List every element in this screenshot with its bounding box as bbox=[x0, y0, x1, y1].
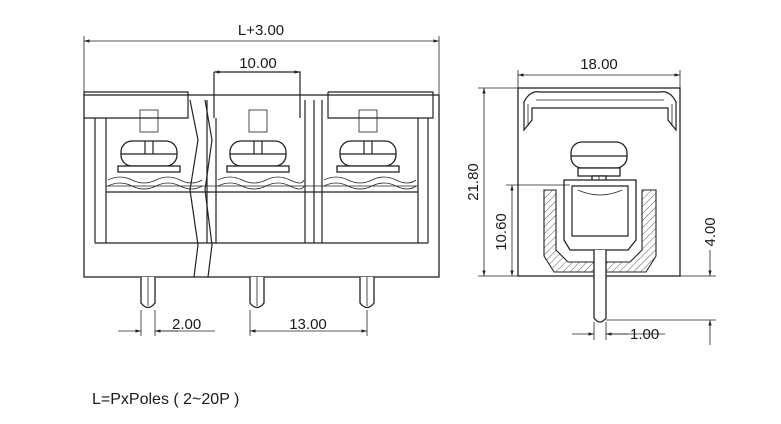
screw-unit-2 bbox=[217, 109, 305, 190]
dim-label-side-width: 18.00 bbox=[580, 56, 618, 73]
cover-right bbox=[327, 91, 434, 119]
dim-label-overall-length: L+3.00 bbox=[238, 22, 284, 39]
side-pin bbox=[593, 250, 607, 323]
screw-unit-3 bbox=[323, 109, 417, 190]
dim-pitch-top: 10.00 bbox=[214, 55, 300, 74]
front-view: L+3.00 10.00 2.00 13.00 bbox=[83, 22, 440, 336]
side-view: 18.00 21.80 10.60 4.00 bbox=[465, 56, 719, 345]
poles-note: L=PxPoles ( 2~20P ) bbox=[92, 391, 239, 408]
clamp-frame bbox=[563, 179, 637, 251]
dim-height-inner: 10.60 bbox=[493, 184, 570, 276]
side-cover bbox=[523, 91, 677, 132]
dim-label-pin-thickness: 1.00 bbox=[630, 326, 659, 343]
insulator-section bbox=[543, 189, 657, 273]
break-line bbox=[189, 99, 199, 278]
dim-label-height-inner: 10.60 bbox=[493, 213, 510, 251]
dim-label-pitch-top: 10.00 bbox=[239, 55, 277, 72]
dim-label-height-total: 21.80 bbox=[465, 163, 482, 201]
screw-unit-1 bbox=[107, 109, 203, 190]
dim-label-pitch-bottom: 13.00 bbox=[289, 316, 327, 333]
dim-label-pin-offset: 2.00 bbox=[172, 316, 201, 333]
dim-pin-length: 4.00 bbox=[606, 217, 719, 345]
side-screw bbox=[570, 141, 628, 169]
dim-overall-length: L+3.00 bbox=[83, 22, 440, 95]
dim-bottom: 2.00 13.00 bbox=[118, 310, 368, 336]
pins bbox=[140, 277, 375, 309]
dim-side-width: 18.00 bbox=[517, 56, 681, 88]
dim-pin-thickness: 1.00 bbox=[572, 322, 665, 343]
dim-label-pin-length: 4.00 bbox=[702, 217, 719, 246]
dim-height-total: 21.80 bbox=[465, 87, 518, 277]
